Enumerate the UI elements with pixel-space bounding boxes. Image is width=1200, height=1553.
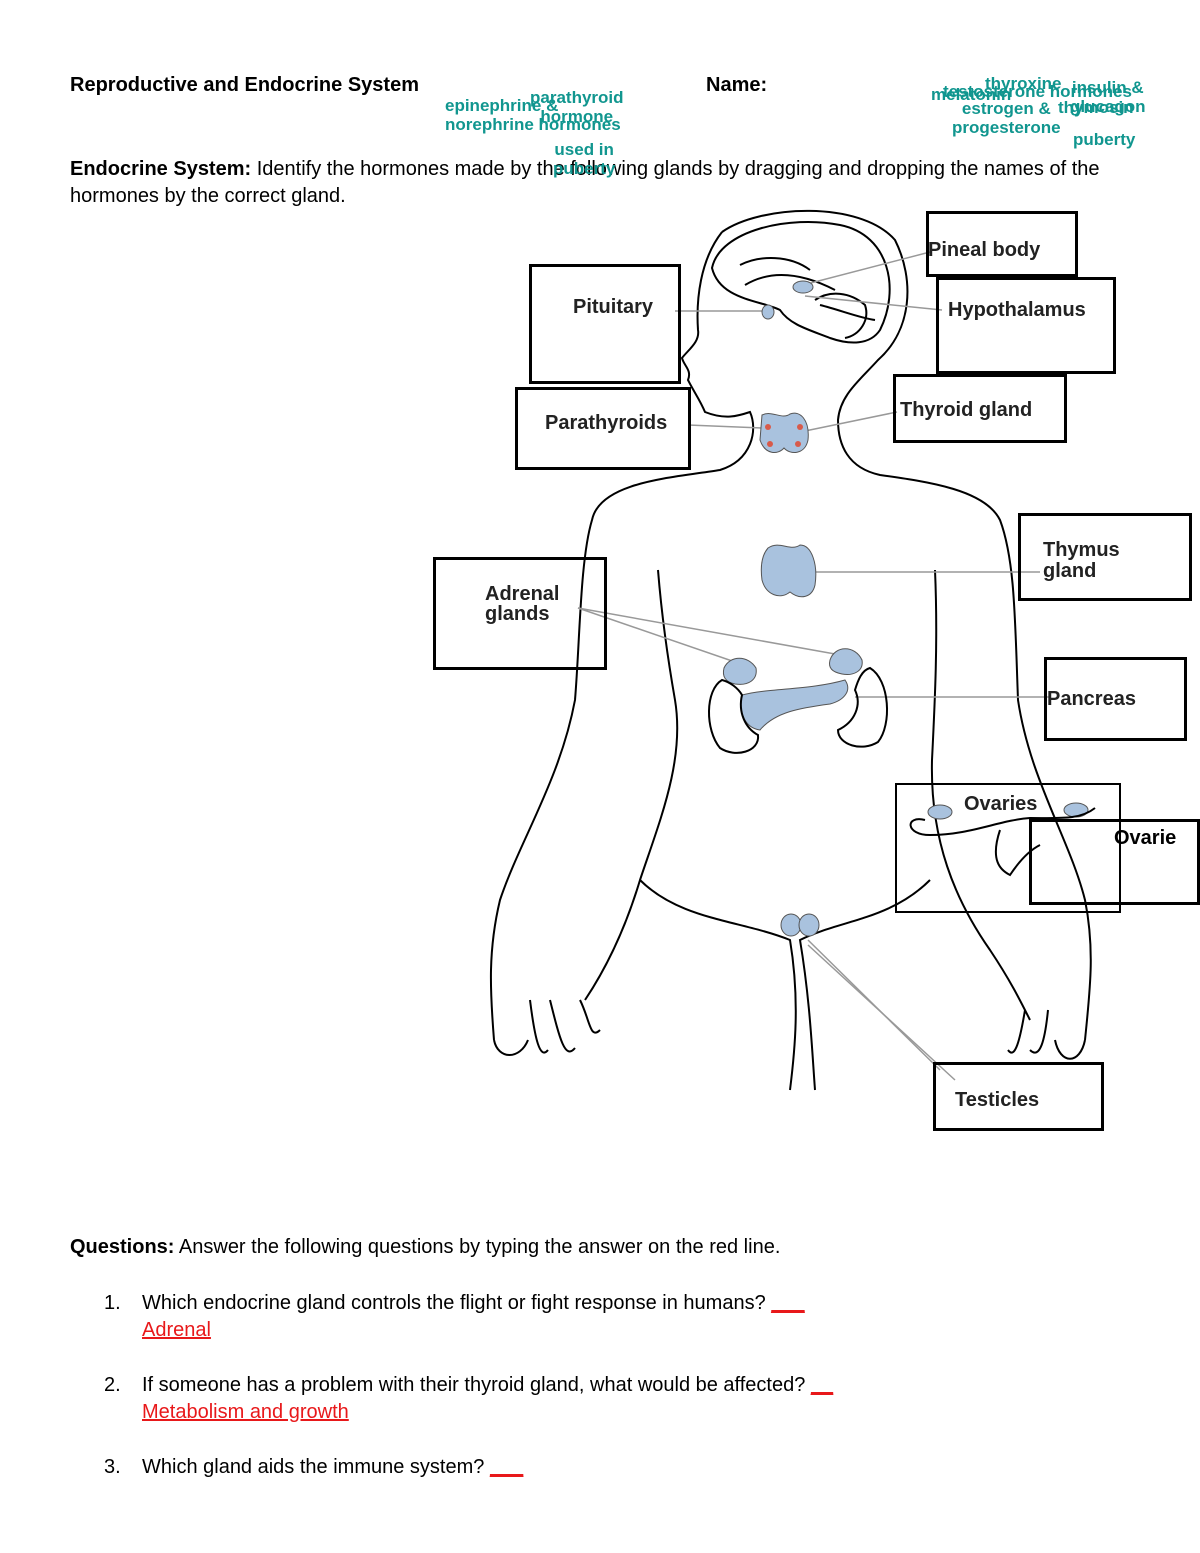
answer-text[interactable]: Adrenal bbox=[142, 1319, 211, 1341]
answer-line[interactable]: __ bbox=[810, 1374, 834, 1396]
pituitary-label: Pituitary bbox=[573, 296, 654, 318]
ovaries-figure-box bbox=[895, 783, 1121, 913]
worksheet-title: Reproductive and Endocrine System bbox=[70, 74, 419, 96]
chip-puberty[interactable]: puberty bbox=[1073, 130, 1136, 149]
answer-line[interactable]: ___ bbox=[489, 1456, 524, 1478]
adrenal-label-2: glands bbox=[485, 603, 550, 625]
question-number: 1. bbox=[104, 1292, 121, 1314]
thyroid-label: Thyroid gland bbox=[900, 399, 1033, 421]
pancreas-box[interactable] bbox=[1044, 657, 1187, 741]
thymus-box[interactable] bbox=[1018, 513, 1192, 601]
chip-testosterone[interactable]: testosterone hormones bbox=[943, 82, 1132, 101]
question-text: If someone has a problem with their thyr… bbox=[142, 1374, 834, 1396]
question-text: Which endocrine gland controls the fligh… bbox=[142, 1292, 805, 1314]
questions-instructions: Answer the following questions by typing… bbox=[174, 1236, 781, 1258]
question-number: 3. bbox=[104, 1456, 121, 1478]
parathyroids-box[interactable] bbox=[515, 387, 691, 470]
testicles-label: Testicles bbox=[955, 1089, 1040, 1111]
pituitary-box[interactable] bbox=[529, 264, 681, 384]
chip-melatonin[interactable]: melatonin bbox=[931, 85, 1012, 104]
question-number: 2. bbox=[104, 1374, 121, 1396]
thymus-label-2: gland bbox=[1043, 560, 1097, 582]
testicles-box[interactable] bbox=[933, 1062, 1104, 1131]
question-text: Which gland aids the immune system? ___ bbox=[142, 1456, 524, 1478]
chip-estrogen-progesterone[interactable]: estrogen & progesterone bbox=[952, 99, 1061, 137]
parathyroids-label: Parathyroids bbox=[545, 412, 668, 434]
chip-thymosin[interactable]: thymosin bbox=[1058, 98, 1134, 117]
chip-epinephrine[interactable]: epinephrine & norephrine hormones bbox=[445, 96, 621, 134]
adrenal-label-1: Adrenal bbox=[485, 583, 560, 605]
questions-heading: Questions: bbox=[70, 1236, 175, 1258]
ovaries-label: Ovaries bbox=[964, 793, 1038, 815]
hypothalamus-box[interactable] bbox=[936, 277, 1116, 374]
pineal-label: Pineal body bbox=[928, 239, 1041, 261]
questions-intro: Questions: Answer the following question… bbox=[70, 1236, 780, 1259]
chip-parathyroid-hormone[interactable]: parathyroid hormone bbox=[530, 88, 624, 126]
ovarie-box[interactable] bbox=[1029, 819, 1200, 905]
instructions-text: Identify the hormones made by the follow… bbox=[70, 158, 1100, 207]
pineal-box[interactable] bbox=[926, 211, 1078, 277]
pancreas-label: Pancreas bbox=[1047, 688, 1136, 710]
instructions-heading: Endocrine System: bbox=[70, 158, 252, 180]
chip-insulin-glucagon[interactable]: insulin & glucagon bbox=[1070, 78, 1146, 116]
thyroid-box[interactable] bbox=[893, 374, 1067, 443]
hypothalamus-label: Hypothalamus bbox=[948, 299, 1086, 321]
answer-line[interactable]: ___ bbox=[771, 1292, 805, 1314]
instructions: Endocrine System: Identify the hormones … bbox=[70, 156, 1130, 210]
ovarie-label: Ovarie bbox=[1114, 827, 1177, 849]
adrenal-box[interactable] bbox=[433, 557, 607, 670]
name-label: Name: bbox=[706, 74, 768, 96]
chip-thyroxine[interactable]: thyroxine bbox=[985, 74, 1062, 93]
answer-text[interactable]: Metabolism and growth bbox=[142, 1401, 349, 1423]
chip-used-in-puberty[interactable]: used in puberty bbox=[553, 140, 616, 178]
thymus-label-1: Thymus bbox=[1043, 539, 1120, 561]
